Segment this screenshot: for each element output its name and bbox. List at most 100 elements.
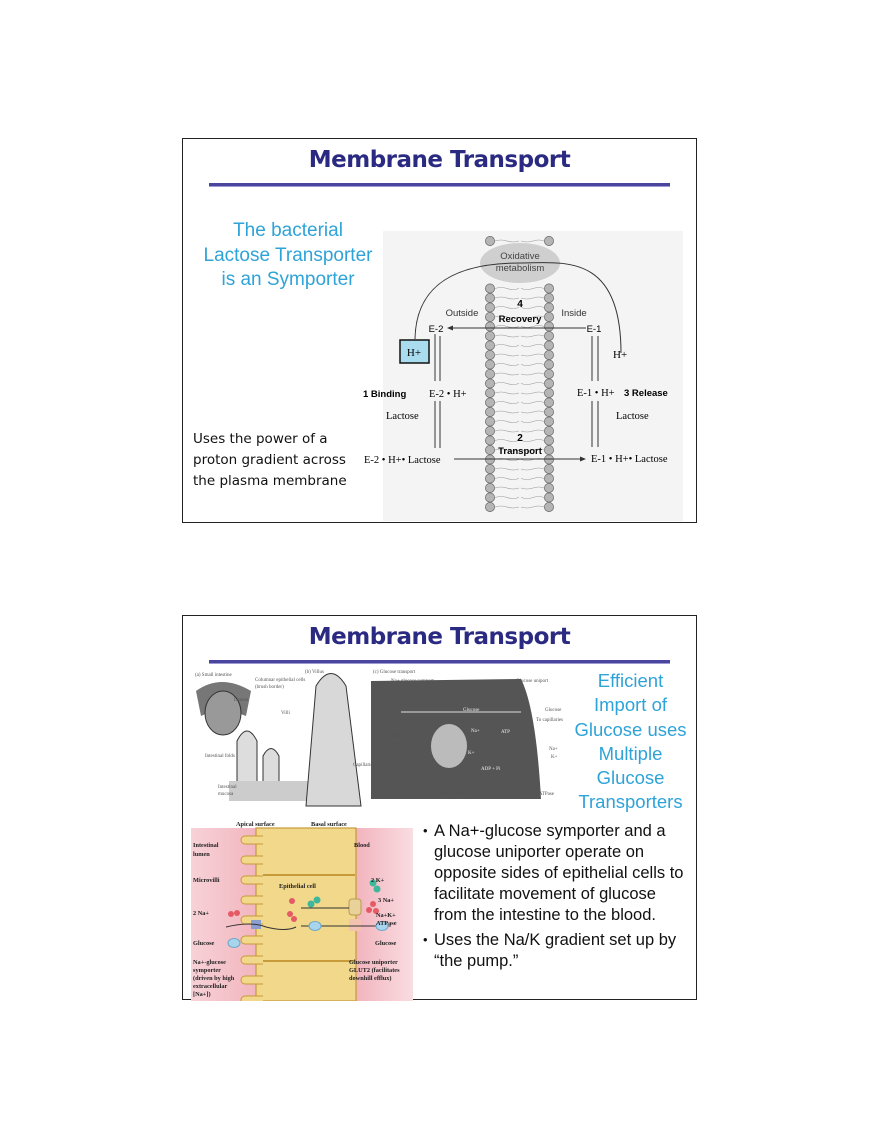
label-intestinal-lumen: Intestinal: [193, 842, 219, 849]
lipid-head: [544, 312, 554, 322]
title-rule: [209, 660, 670, 664]
bullet-list: A Na+-glucose symporter and a glucose un…: [423, 820, 693, 976]
lipid-head: [485, 416, 495, 427]
label-glucose-right: Glucose: [545, 708, 562, 713]
label-2na: 2 Na+: [193, 910, 209, 917]
lipid-head: [544, 426, 554, 436]
bullet-item: Uses the Na/K gradient set up by “the pu…: [423, 929, 693, 972]
lipid-head: [544, 369, 554, 379]
label-symport: Na+ glucose symport: [391, 679, 434, 684]
lipid-head: [485, 312, 495, 322]
slide-heading: Efficient Import of Glucose uses Multipl…: [568, 669, 693, 815]
lipid-head: [485, 321, 495, 332]
slide-caption: Uses the power of a proton gradient acro…: [193, 429, 347, 492]
caption-line: Uses the power of a: [193, 431, 328, 447]
label-symporter: Na+-glucose: [193, 959, 226, 966]
label-h-box: H+: [407, 347, 421, 359]
slide-2: Membrane Transport (a) Small intestine L…: [182, 615, 697, 1001]
label-villi: Villi: [281, 711, 290, 716]
lipid-head: [485, 283, 495, 294]
label-2k: 2 K+: [371, 877, 385, 884]
lipid-head: [485, 340, 495, 351]
label-c: (c) Glucose transport: [373, 670, 416, 675]
lipid-head: [544, 340, 554, 351]
lipid-tail: [494, 429, 545, 433]
label-columnar: Columnar epithelial cells: [255, 678, 305, 683]
heading-line: Glucose uses: [574, 718, 687, 740]
lipid-head: [544, 483, 554, 493]
svg-text:Oxidative: Oxidative: [500, 251, 540, 262]
label-glucose-right: Glucose: [375, 940, 397, 947]
label-e2-h: E-2 • H+: [429, 389, 467, 400]
step-2-label: Transport: [498, 446, 543, 457]
lipid-head: [485, 445, 495, 455]
label-uniport: Glucose uniport: [516, 679, 549, 684]
lipid-head: [544, 464, 554, 474]
lipid-tail: [494, 344, 545, 347]
label-epithelial-cell: Epithelial cell: [279, 883, 316, 890]
lipid-head: [544, 350, 554, 360]
lipid-head: [544, 302, 554, 313]
microvillus: [240, 955, 263, 965]
lipid-tail: [494, 420, 545, 423]
lipid-head: [544, 397, 554, 408]
label-intestinal-lumen: Intestinal: [389, 734, 408, 739]
label-atp: ATP: [501, 730, 510, 735]
label-atpase: (Na+-K+)-ATPase: [517, 792, 555, 797]
lipid-head: [485, 502, 495, 512]
microvillus: [240, 975, 263, 985]
lipid-tail: [494, 477, 545, 480]
lipid-tail: [494, 486, 545, 490]
lipid-tail: [494, 372, 545, 376]
lipid-tail: [494, 382, 545, 385]
lipid-head: [544, 359, 554, 370]
lipid-head: [544, 283, 554, 294]
label-apical-surface: Apical surface: [236, 821, 275, 828]
label-symporter: [Na+]): [193, 991, 211, 998]
slide-1: Membrane Transport The bacterial Lactose…: [182, 138, 697, 523]
step-2-number: 2: [517, 433, 523, 444]
heading-line: Glucose: [596, 767, 665, 789]
microvillus: [240, 855, 263, 865]
lipid-head: [485, 369, 495, 379]
label-glucose-left: Glucose: [193, 940, 215, 947]
lipid-head: [544, 321, 554, 332]
lipid-head: [544, 435, 554, 446]
lipid-head: [485, 464, 495, 474]
label-na-right: Na+: [549, 747, 558, 752]
label-a: (a) Small intestine: [195, 673, 232, 678]
label-intestinal-lumen: lumen: [389, 741, 402, 746]
lipid-tail: [494, 296, 545, 300]
lipid-head: [485, 302, 495, 313]
lipid-head: [544, 445, 554, 455]
lipid-tail: [494, 448, 545, 452]
lipid-tail: [494, 239, 545, 243]
label-e1-h: E-1 • H+: [577, 388, 615, 399]
epithelial-glucose-transport-diagram: Apical surface Basal surface Intestinal …: [191, 821, 413, 1001]
slide-heading: The bacterial Lactose Transporter is an …: [193, 219, 383, 293]
lipid-tail: [494, 391, 545, 395]
label-microvilli: Microvilli: [388, 788, 409, 793]
label-uniporter: Glucose uniporter: [349, 959, 398, 966]
lipid-tail: [494, 287, 545, 290]
label-e1-h-lactose: E-1 • H+• Lactose: [591, 454, 668, 465]
label-adp: ADP + Pi: [481, 767, 501, 772]
label-brush-border: Brush border cell: [438, 792, 473, 797]
label-na-left: Na+: [386, 718, 395, 723]
label-k: K+: [468, 751, 475, 756]
lipid-head: [485, 236, 495, 246]
label-mucosa: mucosa: [218, 792, 234, 797]
label-intestinal-lumen: lumen: [193, 851, 210, 858]
lipid-head: [485, 426, 495, 436]
caption-line: proton gradient across: [193, 452, 346, 468]
label-h-inside: H+: [613, 349, 627, 361]
caption-line: the plasma membrane: [193, 473, 347, 489]
microvillus: [240, 935, 263, 945]
svg-text:metabolism: metabolism: [496, 263, 545, 274]
label-basal-surface: Basal surface: [311, 821, 347, 828]
lipid-head: [485, 350, 495, 360]
lipid-head: [544, 378, 554, 389]
label-inside: Inside: [561, 308, 586, 319]
heading-line: Transporters: [578, 791, 683, 813]
label-microvilli: Microvilli: [193, 877, 220, 884]
